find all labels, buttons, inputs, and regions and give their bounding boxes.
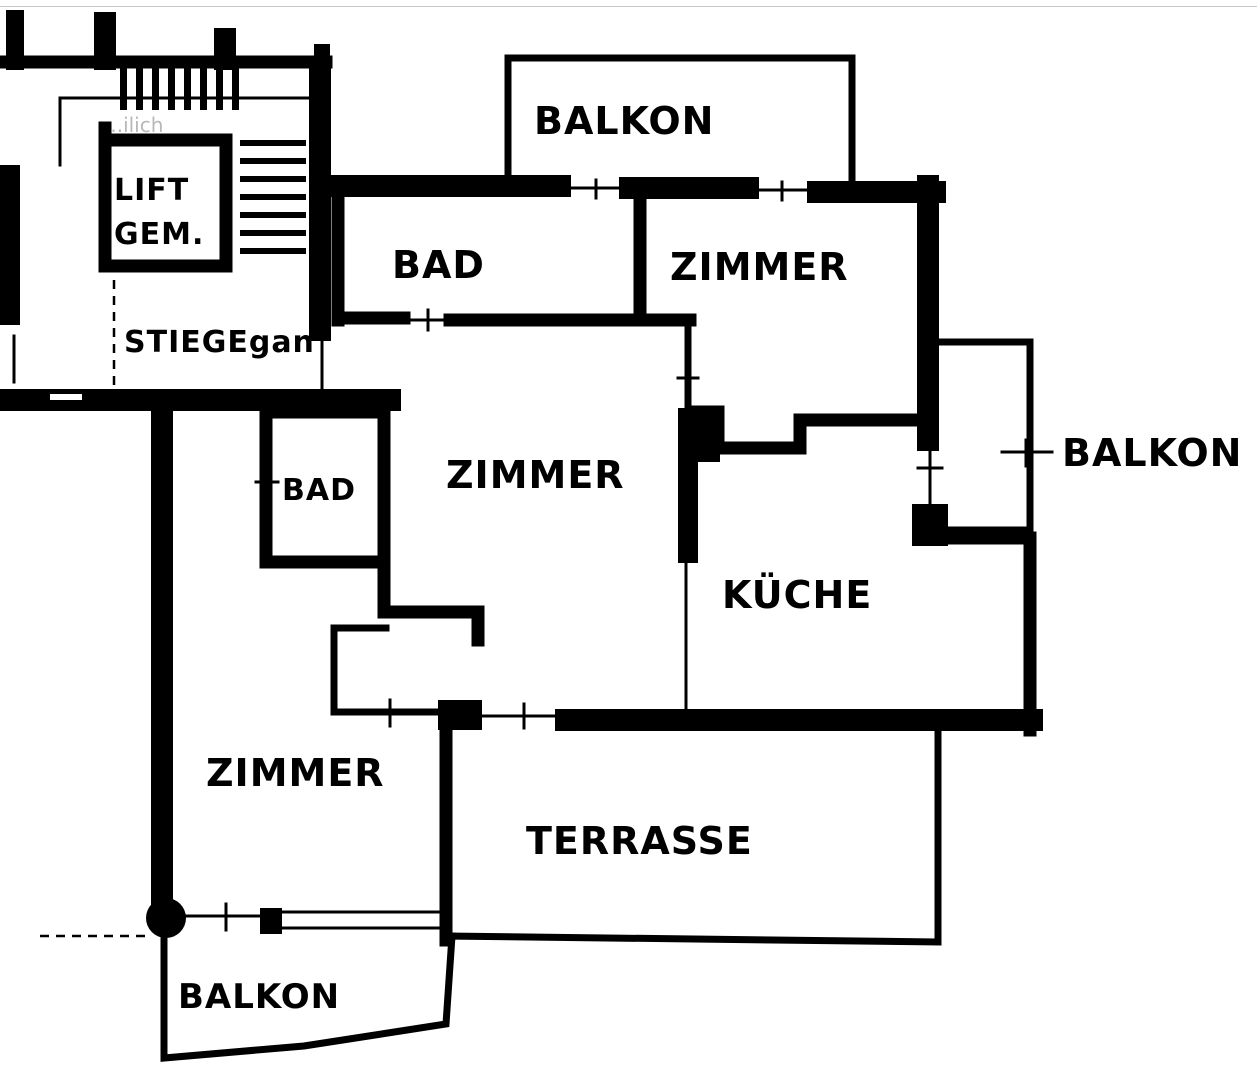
left-wall (40, 391, 186, 938)
wall-post (6, 10, 24, 70)
label-kueche: KÜCHE (722, 573, 872, 617)
wall-gap (50, 394, 82, 400)
terrace-walls (438, 700, 1043, 947)
small-bathroom (254, 405, 391, 619)
label-balkon-top: BALKON (534, 99, 714, 143)
middle-walls (676, 316, 1037, 737)
wall (259, 405, 391, 569)
balcony-right (936, 338, 1054, 534)
balcony-rail (160, 926, 456, 1062)
wall (377, 605, 485, 647)
stair-treads-right (240, 140, 306, 254)
wall (691, 405, 927, 455)
wall (260, 908, 282, 934)
faded-text: ...ilich (104, 113, 163, 137)
terrace-rail (442, 726, 942, 946)
top-border-line (0, 6, 1257, 7)
label-balkon-bottom: BALKON (178, 977, 340, 1017)
label-bad-top: BAD (392, 243, 485, 287)
label-zimmer-left: ZIMMER (206, 751, 385, 795)
balcony-bottom (160, 902, 456, 1062)
upper-walls (319, 175, 946, 451)
label-zimmer-center: ZIMMER (446, 453, 625, 497)
label-stiege: STIEGEgan (124, 325, 315, 360)
wall (259, 405, 391, 619)
label-lift: LIFT (114, 173, 189, 208)
stair-lift-block: ...ilich (0, 10, 401, 411)
balcony-rail (504, 54, 856, 186)
stair-treads-top (120, 66, 239, 110)
label-bad-small: BAD (282, 473, 356, 508)
wall (330, 624, 444, 716)
room-labels: BALKON BAD ZIMMER LIFT GEM. STIEGEgan BA… (114, 99, 1242, 1017)
balcony-top (504, 54, 856, 186)
label-zimmer-top: ZIMMER (670, 245, 849, 289)
wall (0, 165, 20, 325)
label-balkon-right: BALKON (1062, 431, 1242, 475)
wall-joint (146, 898, 186, 938)
closet (330, 605, 485, 728)
label-terrasse: TERRASSE (526, 819, 753, 863)
balcony-rail (936, 338, 1034, 534)
wall (680, 412, 720, 462)
label-lift-sub: GEM. (114, 217, 204, 252)
lift-shaft-wall (98, 121, 233, 273)
